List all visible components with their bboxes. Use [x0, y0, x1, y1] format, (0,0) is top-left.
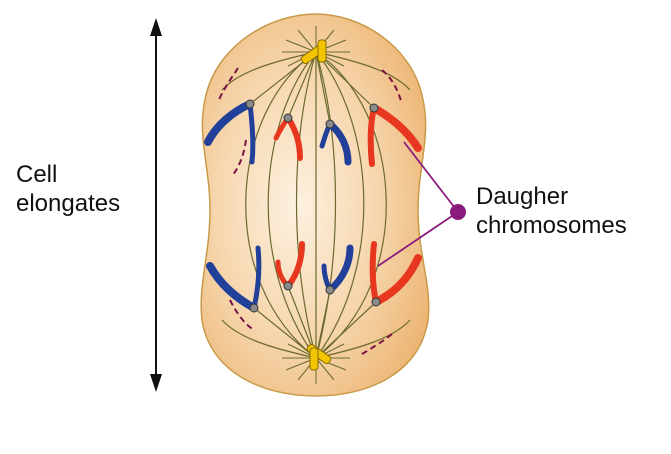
cell-elongates-label: Cell elongates — [16, 160, 120, 218]
arrow-head-top — [150, 18, 162, 36]
pointer-dot — [450, 204, 466, 220]
daughter-chromosomes-line-2: chromosomes — [476, 212, 627, 239]
chromosome-red-lower-right — [369, 241, 422, 307]
daughter-chromosomes-label: Daugher chromosomes — [476, 182, 627, 240]
chromosome-blue-upper-left — [204, 99, 256, 165]
spindle-fibers — [221, 51, 411, 359]
elongation-arrow — [150, 18, 162, 392]
cell-elongates-line-2: elongates — [16, 190, 121, 217]
membrane-fragments — [217, 67, 403, 355]
upper-chromosomes — [204, 99, 422, 167]
cell-elongates-line-1: Cell — [16, 161, 58, 188]
chromosome-red-upper-right — [367, 103, 422, 167]
chromosome-red-upper-left — [273, 113, 303, 161]
chromosome-blue-upper-right — [319, 119, 352, 166]
centriole-bottom — [306, 343, 332, 371]
centriole-top — [300, 39, 327, 65]
chromosome-blue-lower-left — [206, 245, 262, 313]
chromosome-blue-lower-right — [321, 244, 354, 295]
arrow-head-bottom — [150, 374, 162, 392]
daughter-chromosomes-pointer — [377, 141, 466, 267]
chromosome-red-lower-left — [275, 241, 305, 291]
lower-chromosomes — [206, 241, 422, 313]
daughter-chromosomes-line-1: Daugher — [476, 183, 569, 210]
